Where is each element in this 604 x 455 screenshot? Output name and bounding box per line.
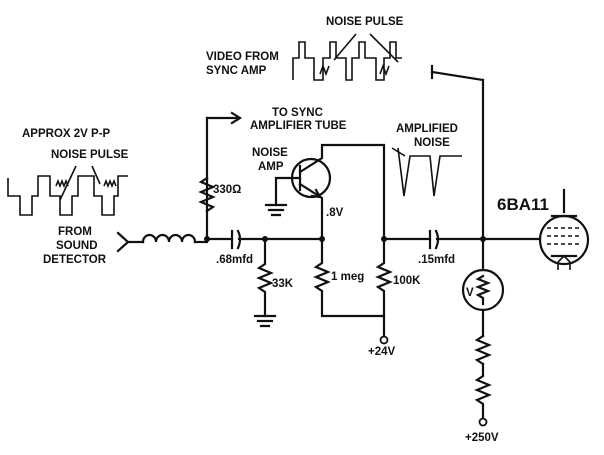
- resistor-100k: [375, 237, 393, 338]
- tube-6ba11-label: 6BA11: [497, 195, 549, 214]
- plus-24v-label: +24V: [368, 346, 396, 358]
- noise-pulse-pointer-top-b: [369, 33, 399, 63]
- plus-250v-label: +250V: [465, 432, 499, 444]
- waveform-input-noise-b: [103, 178, 117, 189]
- noise-amp-label-line2: AMP: [258, 161, 284, 173]
- noise-pulse-pointer-left-a: [59, 165, 77, 201]
- transistor-emitter: [298, 182, 324, 241]
- noise-pulse-top-label: NOISE PULSE: [326, 16, 404, 28]
- resistor-330: [198, 176, 216, 213]
- voltage-08v-label: .8V: [326, 207, 344, 219]
- video-from-label: VIDEO FROM: [206, 51, 279, 63]
- capacitor-068-label: .68mfd: [216, 254, 253, 266]
- amplified-noise-pointer: [391, 147, 406, 157]
- sync-amp-label: SYNC AMP: [206, 65, 267, 77]
- vdr-resistor: [475, 274, 491, 306]
- terminal-250v: [478, 417, 488, 427]
- emitter-arrowhead: [310, 188, 323, 199]
- noise-amp-label-line1: NOISE: [252, 147, 288, 159]
- waveform-input: [7, 175, 128, 216]
- tube-grid: [547, 227, 581, 245]
- terminal-24v: [379, 335, 389, 345]
- waveform-video-noise-b: [379, 63, 390, 77]
- amplified-noise-label: NOISE: [414, 137, 450, 149]
- amplified-label: AMPLIFIED: [396, 123, 458, 135]
- amplifier-tube-label: AMPLIFIER TUBE: [250, 120, 347, 132]
- waveform-input-noise-a: [55, 178, 69, 189]
- to-sync-label: TO SYNC: [272, 107, 323, 119]
- sound-label: SOUND: [56, 240, 98, 252]
- ground-transistor: [264, 203, 288, 217]
- waveform-amplified: [397, 147, 462, 197]
- resistor-1meg-label: 1 meg: [331, 271, 364, 283]
- ground-33k: [253, 314, 277, 328]
- detector-label: DETECTOR: [43, 254, 107, 266]
- capacitor-015-label: .15mfd: [418, 254, 455, 266]
- resistor-330-label: 330Ω: [213, 184, 241, 196]
- resistor-33k: [256, 237, 274, 318]
- noise-pulse-pointer-left-b: [91, 165, 101, 185]
- to-sync-arrowhead: [230, 111, 243, 125]
- video-sync-arrow: [430, 70, 485, 82]
- transistor-base-lead: [274, 176, 302, 207]
- resistor-lower-a: [474, 334, 492, 366]
- resistor-lower-b: [474, 362, 492, 420]
- noise-pulse-left-label: NOISE PULSE: [51, 149, 129, 161]
- transistor-collector: [298, 143, 386, 241]
- waveform-video-noise-a: [319, 63, 330, 77]
- resistor-33k-label: 33K: [272, 278, 294, 290]
- tube-heater: [557, 254, 571, 270]
- approx-2v-label: APPROX 2V P-P: [22, 128, 111, 140]
- from-label: FROM: [58, 226, 92, 238]
- input-inductor: [141, 233, 197, 244]
- noise-pulse-pointer-top-a: [333, 33, 357, 61]
- vdr-label: V: [466, 287, 474, 299]
- input-terminal-arrow: [116, 231, 130, 253]
- resistor-1meg: [313, 237, 386, 318]
- resistor-100k-label: 100K: [393, 275, 421, 287]
- waveform-video: [292, 41, 402, 81]
